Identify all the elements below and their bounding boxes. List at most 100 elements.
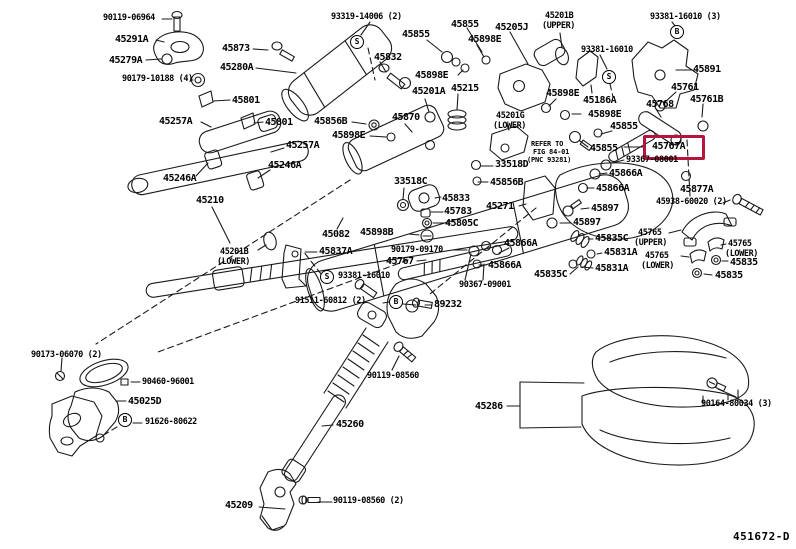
part-label-45761b[interactable]: 45761B: [690, 94, 724, 105]
tilt-lever-art: [127, 110, 309, 196]
part-label-45246a[interactable]: 45246A: [268, 160, 302, 171]
circled-s-mark-2: S: [602, 70, 616, 84]
part-label-45246a-2[interactable]: 45246A: [163, 173, 197, 184]
part-label-45866a-2[interactable]: 45866A: [596, 183, 630, 194]
part-label-45209[interactable]: 45209: [225, 500, 253, 511]
column-cover-art: [581, 335, 755, 466]
part-label-45761[interactable]: 45761: [671, 82, 699, 93]
part-label-45856b-2[interactable]: 45856B: [490, 177, 524, 188]
part-label-45835[interactable]: 45835: [730, 257, 758, 268]
part-label-45280a[interactable]: 45280A: [220, 62, 254, 73]
part-label-45201g[interactable]: 45201G: [496, 111, 525, 121]
part-label-45257a-2[interactable]: 45257A: [286, 140, 320, 151]
part-label-45767a-highlighted[interactable]: 45767A: [652, 141, 686, 152]
part-label-45870[interactable]: 45870: [392, 112, 420, 123]
part-label-90367-09001[interactable]: 90367-09001: [459, 280, 511, 290]
part-label-45765-2[interactable]: 45765: [728, 239, 752, 249]
part-label-45291a[interactable]: 45291A: [115, 34, 149, 45]
part-label-45765[interactable]: 45765: [638, 228, 662, 238]
part-label-90119-06964[interactable]: 90119-06964: [103, 13, 155, 23]
part-label-45855-3[interactable]: 45855: [610, 121, 638, 132]
part-label-45856b[interactable]: 45856B: [314, 116, 348, 127]
part-label-90179-10188[interactable]: 90179-10188 (4): [122, 74, 193, 84]
part-label-45783[interactable]: 45783: [444, 206, 472, 217]
figure-code: 451672-D: [733, 530, 790, 543]
part-label-93367-08001[interactable]: 93367-08001: [626, 155, 678, 165]
part-label-91511-60812[interactable]: 91511-60812 (2): [295, 296, 366, 306]
highlight-box: [643, 135, 705, 160]
part-label-45897-2[interactable]: 45897: [573, 217, 601, 228]
part-label-45832[interactable]: 45832: [374, 52, 402, 63]
part-label-45877a[interactable]: 45877A: [680, 184, 714, 195]
part-label-45205j[interactable]: 45205J: [495, 22, 529, 33]
part-label-45855-2[interactable]: 45855: [402, 29, 430, 40]
part-label-45082[interactable]: 45082: [322, 229, 350, 240]
part-label-45201b-2[interactable]: 45201B: [220, 247, 249, 257]
part-label-93319-14006[interactable]: 93319-14006 (2): [331, 12, 402, 22]
part-label-90179-09170[interactable]: 90179-09170: [391, 245, 443, 255]
refer-note-line2: FIG 84-01: [533, 148, 570, 156]
part-label-89232[interactable]: 89232: [434, 299, 462, 310]
part-label-45835c[interactable]: 45835C: [595, 233, 629, 244]
part-label-45801[interactable]: 45801: [232, 95, 260, 106]
circled-s-mark-3: S: [320, 270, 334, 284]
part-label-45257a[interactable]: 45257A: [159, 116, 193, 127]
part-label-45286[interactable]: 45286: [475, 401, 503, 412]
part-label-45831a-2[interactable]: 45831A: [595, 263, 629, 274]
part-label-45855-4[interactable]: 45855: [590, 143, 618, 154]
part-label-45279a[interactable]: 45279A: [109, 55, 143, 66]
part-label-90164-80034[interactable]: 90164-80034 (3): [701, 399, 772, 409]
part-label-45201a[interactable]: 45201A: [412, 86, 446, 97]
part-label-45866a-3[interactable]: 45866A: [504, 238, 538, 249]
part-label-45835c-2[interactable]: 45835C: [534, 269, 568, 280]
intermediate-shaft-art: [259, 301, 417, 531]
part-label-45801-2[interactable]: 45801: [265, 117, 293, 128]
part-label-45260[interactable]: 45260: [336, 419, 364, 430]
part-label-45837a[interactable]: 45837A: [319, 246, 353, 257]
part-label-45898e[interactable]: 45898E: [332, 130, 366, 141]
part-label-45833[interactable]: 45833: [442, 193, 470, 204]
upper-bracket-art: [153, 10, 256, 130]
part-label-33518c[interactable]: 33518C: [394, 176, 428, 187]
part-label-45866a-4[interactable]: 45866A: [488, 260, 522, 271]
part-label-45201b-lower: (LOWER): [217, 257, 251, 267]
part-label-45210[interactable]: 45210: [196, 195, 224, 206]
part-label-45271[interactable]: 45271: [486, 201, 514, 212]
part-label-45891[interactable]: 45891: [693, 64, 721, 75]
part-label-45866a[interactable]: 45866A: [609, 168, 643, 179]
part-label-45831a[interactable]: 45831A: [604, 247, 638, 258]
part-label-90119-08560-2[interactable]: 90119-08560 (2): [333, 496, 404, 506]
part-label-45765-upper: (UPPER): [634, 238, 668, 248]
part-label-91626-80622[interactable]: 91626-80622: [145, 417, 197, 427]
part-label-45025d[interactable]: 45025D: [128, 396, 162, 407]
upper-column-tube-art: [271, 24, 393, 122]
part-label-45768[interactable]: 45768: [646, 99, 674, 110]
part-label-90460-96001[interactable]: 90460-96001: [142, 377, 194, 387]
part-label-45898e-3[interactable]: 45898E: [415, 70, 449, 81]
lower-column-art: [263, 229, 513, 339]
column-hole-cover-art: [48, 358, 129, 457]
part-label-45215[interactable]: 45215: [451, 83, 479, 94]
part-label-90119-08560[interactable]: 90119-08560: [367, 371, 419, 381]
part-label-45897[interactable]: 45897: [591, 203, 619, 214]
part-label-45201b-upper: (UPPER): [542, 21, 576, 31]
part-label-45938-60020[interactable]: 45938-60020 (2): [656, 197, 727, 207]
part-label-33518d[interactable]: 33518D: [495, 159, 529, 170]
part-label-45767[interactable]: 45767: [386, 256, 414, 267]
part-label-45855[interactable]: 45855: [451, 19, 479, 30]
part-label-45898e-4[interactable]: 45898E: [546, 88, 580, 99]
part-label-93381-16010[interactable]: 93381-16010: [581, 45, 633, 55]
part-label-93381-16010-3[interactable]: 93381-16010: [338, 271, 390, 281]
part-label-45873[interactable]: 45873: [222, 43, 250, 54]
part-label-45898b[interactable]: 45898B: [360, 227, 394, 238]
part-label-45765-3[interactable]: 45765: [645, 251, 669, 261]
part-label-45835-2[interactable]: 45835: [715, 270, 743, 281]
part-label-45805c[interactable]: 45805C: [445, 218, 479, 229]
part-label-90173-06070[interactable]: 90173-06070 (2): [31, 350, 102, 360]
part-label-93381-16010-2[interactable]: 93381-16010 (3): [650, 12, 721, 22]
part-label-45898e-5[interactable]: 45898E: [588, 109, 622, 120]
part-label-45898e-2[interactable]: 45898E: [468, 34, 502, 45]
part-label-45186a[interactable]: 45186A: [583, 95, 617, 106]
part-label-45201b[interactable]: 45201B: [545, 11, 574, 21]
